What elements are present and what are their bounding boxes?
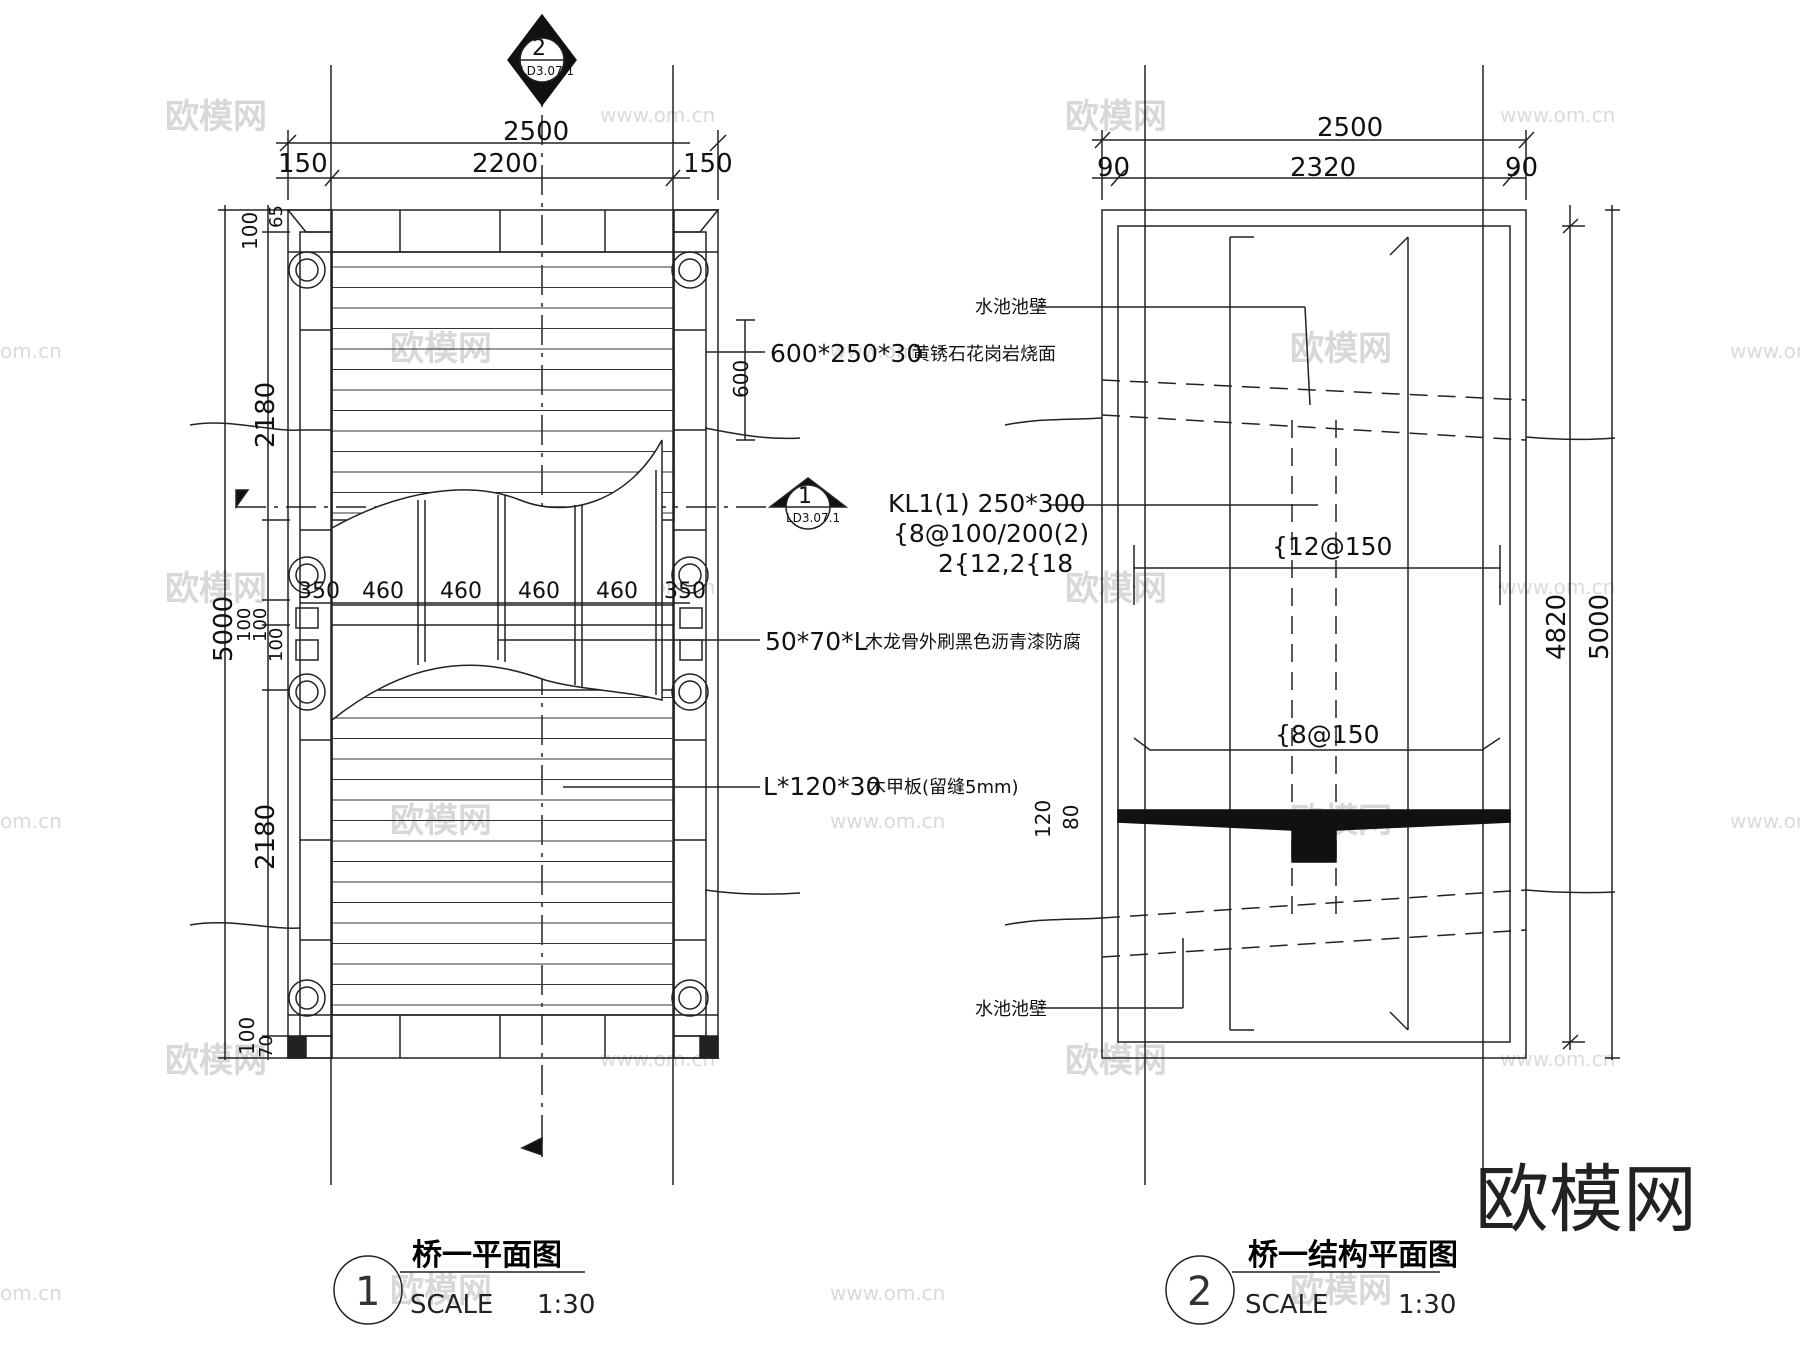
dim-side-right: 150 [683,149,733,179]
dim-beam-a: 120 [1031,800,1055,838]
dim-left-top-b: 65 [266,205,287,228]
label-pool-wall-top: 水池池壁 [975,297,1047,318]
dim-center: 2200 [472,149,538,179]
watermark-brand: 欧模网 [165,569,267,609]
dim-bot-a: 100 [235,1017,259,1055]
watermark-layer: 欧模网 www.om.cn 欧模网 www.om.cn om.cn 欧模网 ww… [0,97,1800,1311]
dim-mid-b: 100 [250,608,271,642]
structure-inner-outline [1117,225,1511,1043]
scale-value: 1:30 [537,1290,595,1320]
dim-inner-length: 4820 [1542,594,1572,660]
watermark-brand: 欧模网 [1065,569,1167,609]
annotation-stone-cn: 黄锈石花岗岩烧面 [912,344,1056,365]
dim-left-top-a: 100 [238,212,262,250]
watermark-site: www.om.cn [1730,809,1800,833]
section-ref-top-number: 2 [532,36,546,61]
watermark-brand: 欧模网 [1065,1041,1167,1081]
structure-outline [1101,209,1527,1059]
left-edge-stone [299,231,333,1037]
dim-side-right: 90 [1505,153,1538,183]
title-number: 2 [1187,1269,1212,1315]
dim-joist-1: 460 [362,579,404,604]
label-beam-stirrup: {8@100/200(2) [893,519,1089,548]
bridge-plan-view [189,13,849,1325]
cutaway-joists [331,439,663,722]
watermark-site: om.cn [0,1281,62,1305]
upper-deck-planks [331,251,675,521]
watermark-site: www.om.cn [830,809,945,833]
plan-text: 2500 150 2200 150 100 65 2180 5000 100 1… [209,36,1081,1320]
annotation-stone: 600*250*30 [770,339,922,368]
beam-section [1117,809,1511,863]
watermark-brand: 欧模网 [165,1041,267,1081]
dim-upper-length: 2180 [251,382,281,448]
watermark-brand: 欧模网 [1290,1271,1392,1311]
section-ref-top-sheet: LD3.07.1 [520,64,574,78]
watermark-site: www.om.cn [600,1047,715,1071]
label-rebar-lower: {8@150 [1275,720,1380,749]
watermark-brand: 欧模网 [1290,329,1392,369]
annotation-joist-cn: 木龙骨外刷黑色沥青漆防腐 [865,632,1081,653]
right-edge-stone [673,231,707,1037]
watermark-site: www.om.cn [1500,575,1615,599]
dim-joist-4: 460 [596,579,638,604]
lower-deck-planks [331,689,675,1016]
label-beam: KL1(1) 250*300 [888,489,1086,518]
watermark-site: www.om.cn [1500,103,1615,127]
dim-joist-last: 350 [664,579,706,604]
dim-total-width: 2500 [1317,113,1383,143]
scale-value: 1:30 [1398,1290,1456,1320]
watermark-brand: 欧模网 [390,1271,492,1311]
dim-total-length: 5000 [1585,594,1615,660]
plan-posts [288,251,709,1017]
dim-beam-b: 80 [1059,805,1083,830]
label-rebar-upper: {12@150 [1272,532,1392,561]
dim-center: 2320 [1290,153,1356,183]
label-pool-wall-bottom: 水池池壁 [975,999,1047,1020]
dim-side-left: 150 [278,149,328,179]
dim-joist-3: 460 [518,579,560,604]
scale-label: SCALE [410,1290,493,1320]
title-bubble [333,1255,403,1325]
dim-total-width: 2500 [503,117,569,147]
structure-text: 2500 90 2320 90 4820 5000 120 80 水池池壁 KL… [888,113,1615,1320]
section-ref-side-sheet: LD3.07.1 [786,511,840,525]
title-number: 1 [355,1269,380,1315]
watermark-site: www.om.cn [600,103,715,127]
dim-total-length: 5000 [209,596,239,662]
dim-lower-length: 2180 [251,804,281,870]
structure-title: 桥一结构平面图 [1248,1238,1458,1273]
dim-joist-first: 350 [298,579,340,604]
annotation-deck-cn: 木甲板(留缝5mm) [868,777,1019,798]
dim-bot-b: 70 [256,1035,277,1058]
watermark-site: www.om.cn [1500,1047,1615,1071]
watermark-brand: 欧模网 [1065,97,1167,137]
dim-side-left: 90 [1097,153,1130,183]
watermark-site: www.om.cn [830,1281,945,1305]
watermark-site: www.om.cn [830,339,945,363]
section-ref-side-number: 1 [798,484,812,509]
dim-joist-2: 460 [440,579,482,604]
dim-mid-a: 100 [234,608,255,642]
watermark-site: www.om.cn [1730,339,1800,363]
label-beam-bars: 2{12,2{18 [938,549,1073,578]
bridge-structure-view [1004,65,1620,1325]
dim-stone: 600 [729,360,753,398]
dim-mid-c: 100 [266,628,287,662]
brand-logo-text: 欧模网 [1475,1157,1697,1243]
plan-title: 桥一平面图 [412,1238,562,1273]
watermark-brand: 欧模网 [165,97,267,137]
title-bubble [1165,1255,1235,1325]
watermark-site: om.cn [0,809,62,833]
watermark-site: om.cn [0,339,62,363]
bridge-outline [287,209,719,1059]
scale-label: SCALE [1245,1290,1328,1320]
annotation-deck: L*120*30 [763,772,881,801]
annotation-joist: 50*70*L [765,627,868,656]
